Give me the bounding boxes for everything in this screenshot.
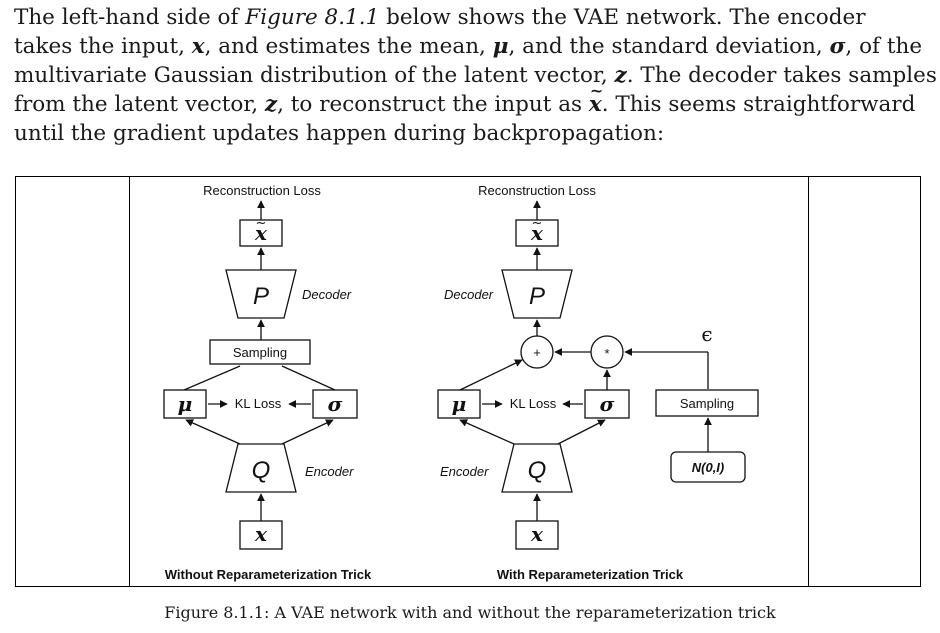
xtilde-box	[515, 219, 559, 247]
paragraph-line-5: until the gradient updates happen during…	[14, 121, 665, 146]
arrow-encoder-to-sigma	[281, 419, 334, 445]
input-box	[239, 520, 283, 550]
text-run: , and the standard deviation,	[508, 34, 830, 59]
math-x-tilde: x	[589, 76, 603, 119]
decoder-trapezoid	[225, 269, 297, 319]
text-run: from the latent vector,	[14, 92, 265, 117]
left-xtilde-symbol: x	[254, 221, 268, 245]
mu-box	[437, 389, 481, 419]
text-run: , and estimates the mean,	[204, 34, 493, 59]
plus-symbol: +	[533, 345, 541, 360]
left-decoder-label: Decoder	[302, 287, 352, 302]
sigma-box	[584, 389, 630, 419]
left-sigma-symbol: σ	[328, 392, 343, 416]
left-tilde-mark: ~	[256, 216, 267, 231]
right-decoder-label: Decoder	[444, 287, 494, 302]
sampling-box	[209, 339, 311, 365]
mu-box	[163, 389, 207, 419]
left-sampling-label: Sampling	[233, 345, 287, 360]
paragraph-line-3: multivariate Gaussian distribution of th…	[14, 61, 937, 90]
body-paragraph: The left-hand side of Figure 8.1.1 below…	[14, 3, 937, 148]
normal-dist-box	[670, 451, 746, 483]
text-run: multivariate Gaussian distribution of th…	[14, 63, 615, 88]
left-reconstruction-loss-label: Reconstruction Loss	[203, 183, 321, 198]
edge-sigma-to-sampling	[281, 365, 336, 391]
frame-divider-left	[129, 177, 130, 586]
right-encoder-label: Encoder	[440, 464, 489, 479]
left-encoder-symbol: Q	[252, 457, 271, 484]
arrow-encoder-to-mu	[185, 419, 241, 445]
arrow-encoder-to-sigma	[557, 419, 606, 445]
left-diagram-text: Reconstruction Loss x ~ P Decoder Sampli…	[165, 183, 372, 582]
text-run: , of the	[845, 34, 923, 59]
left-diagram-caption: Without Reparameterization Trick	[165, 567, 372, 582]
normal-dist-label: N(0,I)	[692, 460, 725, 475]
epsilon-symbol: ϵ	[701, 322, 712, 346]
arrow-encoder-to-mu	[459, 419, 515, 445]
encoder-trapezoid	[501, 443, 573, 493]
text-run: takes the input,	[14, 34, 192, 59]
right-diagram-text: Reconstruction Loss x ~ P Decoder + * ϵ …	[440, 183, 734, 582]
plus-node	[520, 335, 554, 369]
left-decoder-symbol: P	[253, 283, 269, 310]
right-sigma-symbol: σ	[600, 392, 615, 416]
decoder-trapezoid	[501, 269, 573, 319]
math-mu: μ	[492, 34, 509, 59]
right-reconstruction-loss-label: Reconstruction Loss	[478, 183, 596, 198]
input-box	[515, 520, 559, 550]
paragraph-line-4: from the latent vector, z, to reconstruc…	[14, 76, 929, 119]
right-diagram	[437, 200, 759, 550]
right-xtilde-symbol: x	[530, 221, 544, 245]
right-diagram-caption: With Reparameterization Trick	[497, 567, 684, 582]
math-z: z	[264, 92, 278, 117]
encoder-trapezoid	[225, 443, 297, 493]
left-diagram	[163, 200, 358, 550]
right-input-symbol: x	[530, 522, 544, 546]
frame-divider-right	[808, 177, 809, 586]
text-run: . This seems straightforward	[601, 92, 916, 117]
text-run: , to reconstruct the input as	[277, 92, 589, 117]
right-decoder-symbol: P	[529, 283, 545, 310]
edge-mu-to-sampling	[183, 365, 241, 391]
left-encoder-label: Encoder	[305, 464, 354, 479]
xtilde-box	[239, 219, 283, 247]
paragraph-line-1: The left-hand side of Figure 8.1.1 below…	[14, 3, 929, 32]
right-sampling-label: Sampling	[680, 396, 734, 411]
left-input-symbol: x	[254, 522, 268, 546]
math-x: x	[191, 34, 205, 59]
sampling-box	[655, 389, 759, 417]
figure-frame	[15, 176, 921, 587]
multiply-symbol: *	[604, 346, 609, 361]
figure-caption: Figure 8.1.1: A VAE network with and wit…	[164, 603, 776, 622]
right-mu-symbol: μ	[452, 392, 467, 416]
sigma-box	[312, 389, 358, 419]
paragraph-line-2: takes the input, x, and estimates the me…	[14, 32, 929, 61]
arrow-mu-to-plus	[459, 359, 523, 391]
right-encoder-symbol: Q	[528, 457, 547, 484]
text-run: The left-hand side of	[14, 5, 246, 30]
text-run: . The decoder takes samples	[626, 63, 937, 88]
right-kl-loss-label: KL Loss	[510, 396, 557, 411]
left-mu-symbol: μ	[178, 392, 193, 416]
left-kl-loss-label: KL Loss	[235, 396, 282, 411]
math-sigma: σ	[829, 34, 846, 59]
right-tilde-mark: ~	[532, 216, 543, 231]
math-z: z	[614, 63, 627, 88]
figure-reference-link[interactable]: Figure 8.1.1	[245, 5, 380, 30]
text-run: below shows the VAE network. The encoder	[379, 5, 866, 30]
